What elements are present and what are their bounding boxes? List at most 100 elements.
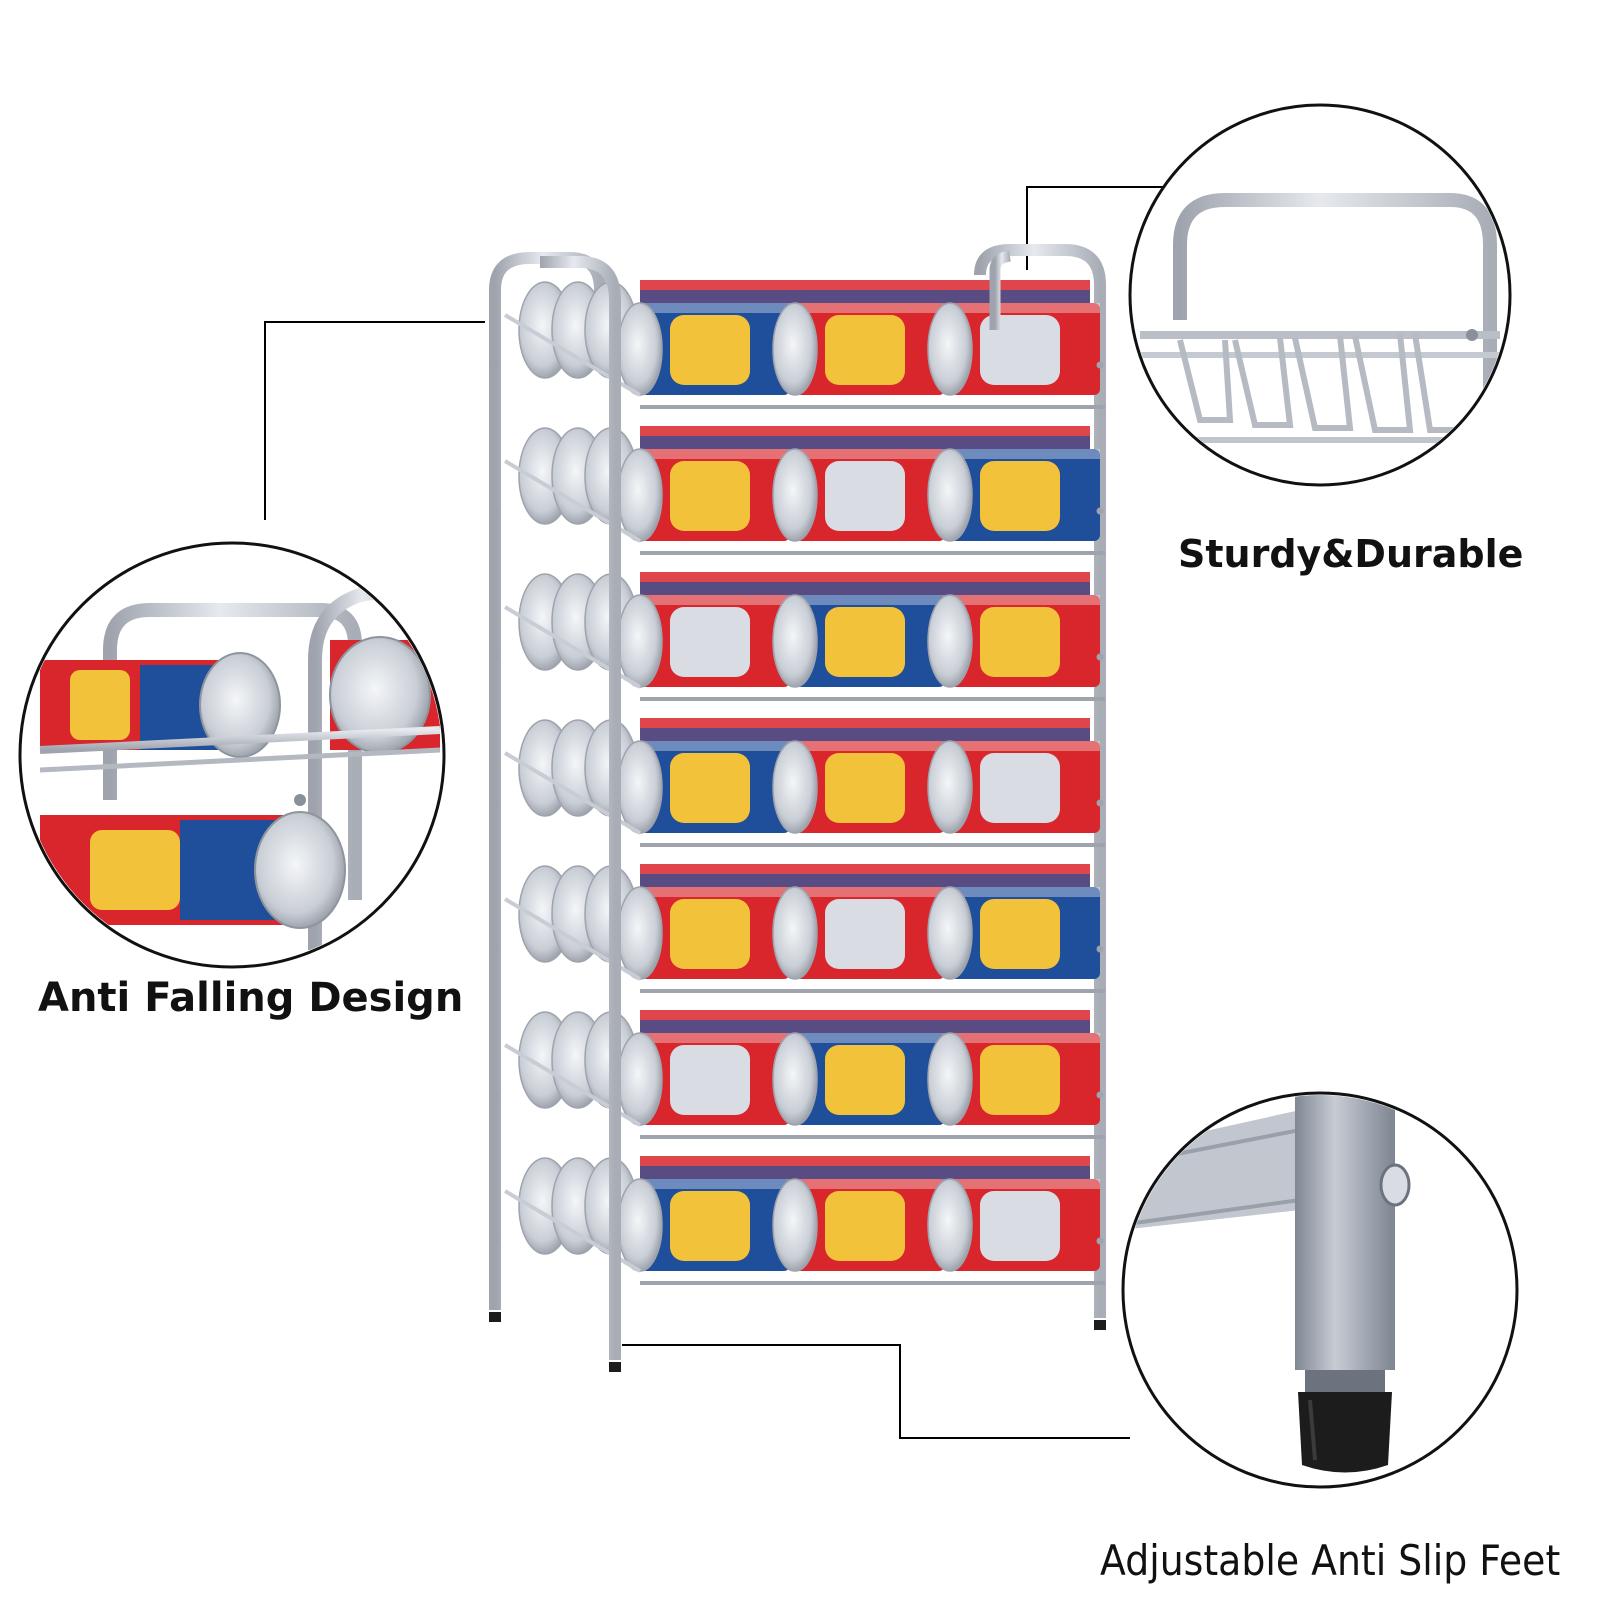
rear-can-band	[640, 874, 1090, 888]
rack-foot	[1094, 1320, 1106, 1330]
rivet	[1096, 653, 1104, 661]
can-front-lid	[927, 886, 973, 980]
can-front-lid	[927, 594, 973, 688]
can-label-art	[825, 899, 905, 969]
sturdy-detail-frame	[1140, 193, 1500, 443]
can-front-lid	[772, 1032, 818, 1126]
rack-front-left-post	[540, 256, 621, 1360]
can-front-lid	[772, 740, 818, 834]
can-highlight	[795, 303, 945, 313]
can-label-art	[980, 1045, 1060, 1115]
can-front-lid	[927, 1178, 973, 1272]
rack-tier	[491, 718, 1105, 847]
caption-anti-falling-design: Anti Falling Design	[38, 975, 464, 1021]
callout-line-left	[264, 321, 485, 520]
can-highlight	[795, 1179, 945, 1189]
can-highlight	[640, 887, 790, 897]
detail-can-lid	[254, 811, 346, 929]
can-front-lid	[927, 448, 973, 542]
can-highlight	[950, 887, 1100, 897]
can-highlight	[795, 887, 945, 897]
can-label-art	[670, 899, 750, 969]
can-label-art	[825, 1191, 905, 1261]
can-highlight	[950, 1033, 1100, 1043]
rivet	[1096, 945, 1104, 953]
can-highlight	[640, 741, 790, 751]
can-highlight	[950, 595, 1100, 605]
rear-can-band	[640, 728, 1090, 742]
can-highlight	[795, 741, 945, 751]
can-front-lid	[772, 302, 818, 396]
rack-tier	[491, 1156, 1105, 1285]
rack-tier	[491, 572, 1105, 701]
can-front-lid	[927, 1032, 973, 1126]
can-highlight	[640, 303, 790, 313]
rack-tier	[491, 1010, 1105, 1139]
rack-foot	[609, 1362, 621, 1372]
can-label-art	[670, 607, 750, 677]
callout-lines	[264, 186, 1180, 1439]
can-label-art	[825, 1045, 905, 1115]
can-highlight	[640, 1033, 790, 1043]
rivet	[1096, 799, 1104, 807]
detail-circle-sturdy	[1128, 103, 1512, 487]
rivet	[491, 653, 499, 661]
detail-can-label	[90, 830, 180, 910]
can-label-art	[825, 461, 905, 531]
can-highlight	[950, 741, 1100, 751]
can-label-art	[980, 461, 1060, 531]
detail-circle-anti-slip	[1121, 1091, 1519, 1489]
can-front-lid	[617, 302, 663, 396]
can-front-lid	[927, 302, 973, 396]
can-front-lid	[617, 1178, 663, 1272]
detail-frame-arch	[103, 603, 362, 900]
can-front-lid	[617, 886, 663, 980]
can-highlight	[950, 1179, 1100, 1189]
rear-can-band	[640, 1166, 1090, 1180]
can-front-lid	[772, 448, 818, 542]
rivet	[491, 1237, 499, 1245]
rivet	[491, 799, 499, 807]
rivet	[1096, 1237, 1104, 1245]
can-label-art	[670, 461, 750, 531]
can-highlight	[640, 1179, 790, 1189]
can-highlight	[950, 303, 1100, 313]
can-highlight	[950, 449, 1100, 459]
caption-anti-slip-feet: Adjustable Anti Slip Feet	[1100, 1536, 1561, 1585]
rack-back-right-post	[974, 244, 1106, 1318]
can-label-art	[980, 753, 1060, 823]
rear-can-band	[640, 290, 1090, 304]
can-label-art	[980, 315, 1060, 385]
rear-can-band	[640, 436, 1090, 450]
rivet	[1096, 361, 1104, 369]
callout-line-top	[1026, 186, 1180, 270]
can-label-art	[825, 753, 905, 823]
can-front-lid	[772, 1178, 818, 1272]
rivet	[1096, 507, 1104, 515]
rack-foot	[489, 1312, 501, 1322]
callout-line-bottom	[622, 1344, 1130, 1439]
can-rack	[489, 244, 1106, 1372]
rivet	[491, 945, 499, 953]
rivet	[491, 361, 499, 369]
anti-slip-detail	[1125, 1095, 1411, 1473]
rivet	[491, 507, 499, 515]
detail-stopper-rail-lower	[39, 747, 441, 773]
can-highlight	[795, 449, 945, 459]
can-highlight	[640, 595, 790, 605]
rack-tier	[491, 426, 1105, 555]
can-front-lid	[772, 594, 818, 688]
detail-frame-post	[308, 578, 422, 950]
detail-can-lid	[199, 652, 281, 758]
detail-circle-anti-falling	[18, 541, 446, 969]
detail-can-label	[70, 670, 130, 740]
detail-stopper-rail	[39, 726, 441, 754]
can-label-art	[670, 1045, 750, 1115]
can-label-art	[670, 1191, 750, 1261]
rivet	[1096, 1091, 1104, 1099]
can-label-art	[980, 899, 1060, 969]
detail-rivet	[294, 794, 306, 806]
can-highlight	[795, 595, 945, 605]
